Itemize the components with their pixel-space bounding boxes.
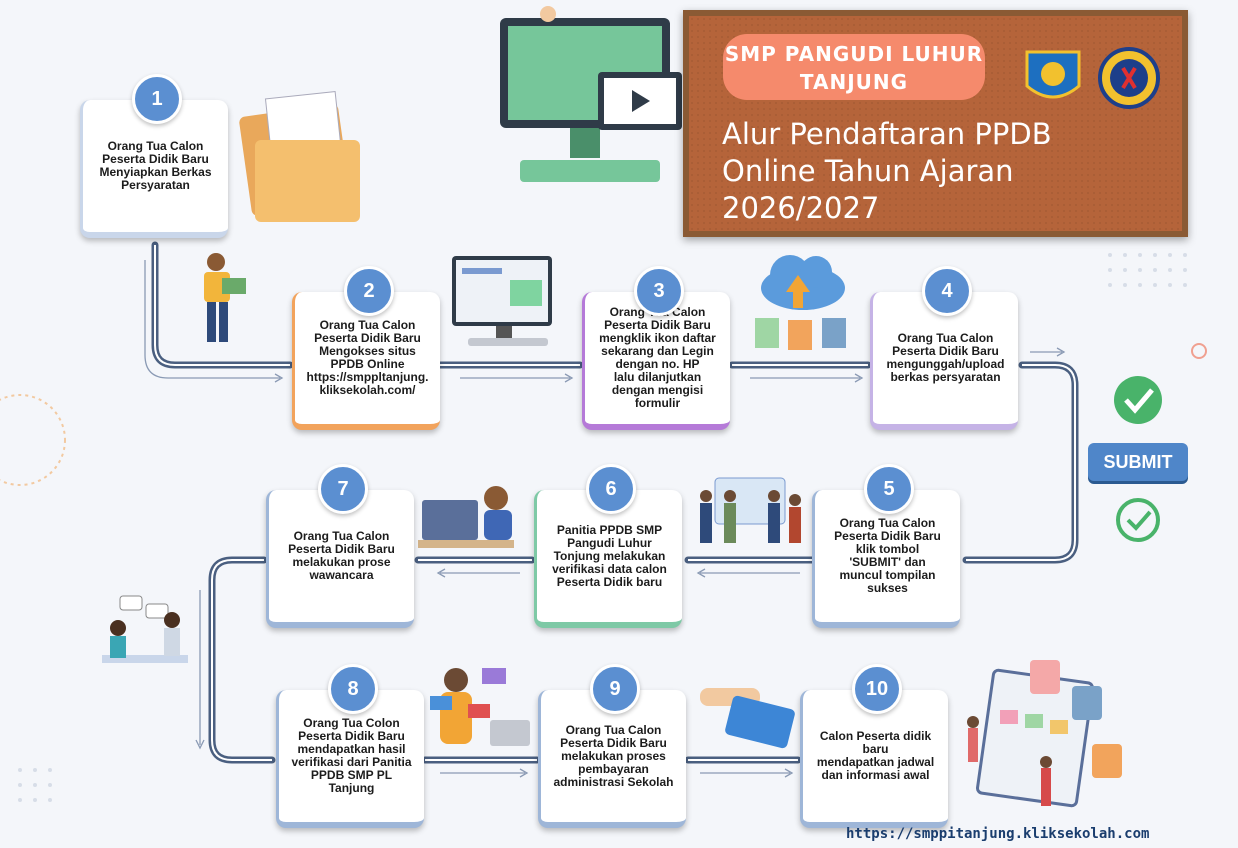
arrow-lines — [144, 260, 1066, 778]
ring-decoration — [1191, 343, 1207, 359]
circle-decoration — [0, 394, 66, 486]
footer-url: https://smppitanjung.kliksekolah.com — [846, 826, 1150, 842]
title-line3: 2026/2027 — [722, 191, 880, 225]
step-number-badge-3: 3 — [634, 266, 684, 316]
pipe-highlight — [154, 245, 1076, 761]
step-text-2: Orang Tua Calon Peserta Didik Baru Mengo… — [306, 318, 429, 397]
step-number-badge-6: 6 — [586, 464, 636, 514]
title-line2: Online Tahun Ajaran — [722, 154, 1014, 188]
step-card-3: Orang Tua Calon Peserta Didik Baru mengk… — [582, 292, 730, 430]
title-board: SMP PANGUDI LUHUR TANJUNG Alur Pendaftar… — [683, 10, 1188, 237]
payment-card-icon — [700, 688, 795, 749]
step-text-6: Panitia PPDB SMP Pangudi Luhur Tonjung m… — [552, 522, 667, 589]
school-logo — [1025, 50, 1081, 99]
step-text-9: Orang Tua Calon Peserta Didik Baru melak… — [553, 722, 674, 789]
step-card-7: Orang Tua Calon Peserta Didik Baru melak… — [266, 490, 414, 628]
computer-icon — [452, 256, 552, 346]
submit-button-illustration: SUBMIT — [1088, 443, 1188, 481]
step-text-4: Orang Tua Calon Peserta Didik Baru mengu… — [886, 331, 1005, 384]
step-text-1: Orang Tua Calon Peserta Didik Baru Menyi… — [99, 139, 212, 192]
school-name-pill: SMP PANGUDI LUHUR TANJUNG — [723, 34, 985, 100]
step-card-8: Orang Tua Colon Peserta Didik Baru menda… — [276, 690, 424, 828]
mail-icon — [430, 668, 530, 746]
step-text-10: Calon Peserta didik baru mendapatkan jad… — [816, 729, 935, 782]
step-number-badge-7: 7 — [318, 464, 368, 514]
step-number-badge-4: 4 — [922, 266, 972, 316]
interview-icon — [418, 486, 514, 548]
step-text-5: Orang Tua Calon Peserta Didik Baru klik … — [834, 516, 941, 595]
dot-pattern-decoration — [18, 253, 1187, 802]
step-number-badge-9: 9 — [590, 664, 640, 714]
step-number-badge-5: 5 — [864, 464, 914, 514]
title-line1: Alur Pendaftaran PPDB — [722, 117, 1052, 151]
foundation-logo — [1098, 47, 1160, 109]
page-title: Alur Pendaftaran PPDB Online Tahun Ajara… — [722, 116, 1082, 227]
school-name-line1: SMP PANGUDI LUHUR — [724, 42, 984, 66]
cloud-upload-icon — [755, 255, 846, 350]
computer-illustration — [500, 6, 682, 182]
step-number-badge-1: 1 — [132, 74, 182, 124]
step-number-badge-8: 8 — [328, 664, 378, 714]
checkmark-icon — [1114, 376, 1162, 542]
step-number-badge-2: 2 — [344, 266, 394, 316]
step-text-8: Orang Tua Colon Peserta Didik Baru menda… — [291, 716, 412, 795]
person-with-box-icon — [204, 253, 246, 342]
school-name-line2: TANJUNG — [799, 70, 909, 94]
step-number-badge-10: 10 — [852, 664, 902, 714]
schedule-board-icon — [967, 660, 1122, 808]
consultation-icon — [102, 595, 188, 663]
folder-icon — [239, 91, 360, 222]
team-icon — [700, 477, 801, 543]
step-text-3: Orang Tua Calon Peserta Didik Baru mengk… — [599, 305, 716, 410]
step-text-7: Orang Tua Calon Peserta Didik Baru melak… — [288, 529, 395, 582]
